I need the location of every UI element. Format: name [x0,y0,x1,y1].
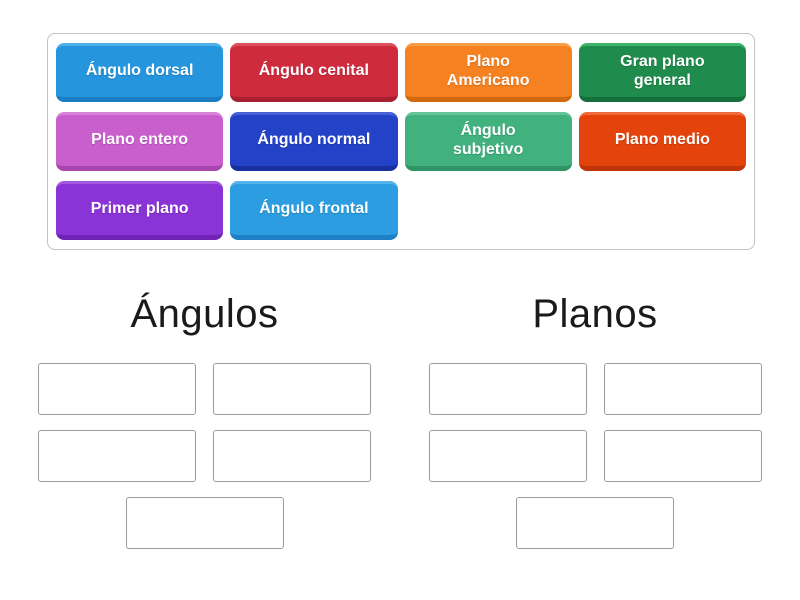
drop-slot-angulos[interactable] [213,430,371,482]
chip-label: Gran plano general [620,52,705,89]
draggable-answer-chip[interactable]: Ángulo cenital [230,43,398,102]
draggable-answer-chip[interactable]: Plano Americano [404,43,572,102]
chip-label: Ángulo cenital [258,62,369,80]
chip-label: Plano medio [614,131,710,149]
draggable-answer-chip[interactable]: Primer plano [56,181,224,240]
draggable-answer-chip[interactable]: Ángulo dorsal [56,43,224,102]
chip-label: Plano Americano [446,52,530,89]
draggable-answer-chip[interactable]: Ángulo subjetivo [404,112,572,171]
chip-label: Ángulo normal [257,131,371,149]
category-planos: Planos [428,288,762,549]
drop-slot-planos[interactable] [516,497,674,549]
draggable-answer-chip[interactable]: Plano medio [578,112,746,171]
drop-slot-planos[interactable] [603,430,762,482]
drop-slot-angulos[interactable] [125,497,284,549]
draggable-answer-chip[interactable]: Ángulo frontal [230,181,398,240]
chip-label: Ángulo frontal [259,200,369,218]
category-title-angulos: Ángulos [130,292,279,336]
chip-label: Plano entero [91,131,189,149]
category-angulos: Ángulos [38,288,371,549]
category-title-planos: Planos [532,292,658,336]
drop-slot-angulos[interactable] [38,363,196,415]
chip-label: Ángulo subjetivo [453,121,524,158]
chip-label: Ángulo dorsal [85,62,194,80]
drop-slot-planos[interactable] [428,430,587,482]
slot-grid-angulos [38,363,371,549]
draggable-answer-chip[interactable]: Plano entero [56,112,224,171]
drop-slot-planos[interactable] [428,363,587,415]
drop-slot-planos[interactable] [603,363,762,415]
draggable-answer-chip[interactable]: Gran plano general [578,43,746,102]
draggable-answer-chip[interactable]: Ángulo normal [230,112,398,171]
slot-grid-planos [428,363,762,549]
chip-label: Primer plano [90,200,189,218]
drop-slot-angulos[interactable] [213,363,371,415]
answer-tray: Ángulo dorsal Ángulo cenital Plano Ameri… [47,33,755,250]
drop-slot-angulos[interactable] [38,430,196,482]
